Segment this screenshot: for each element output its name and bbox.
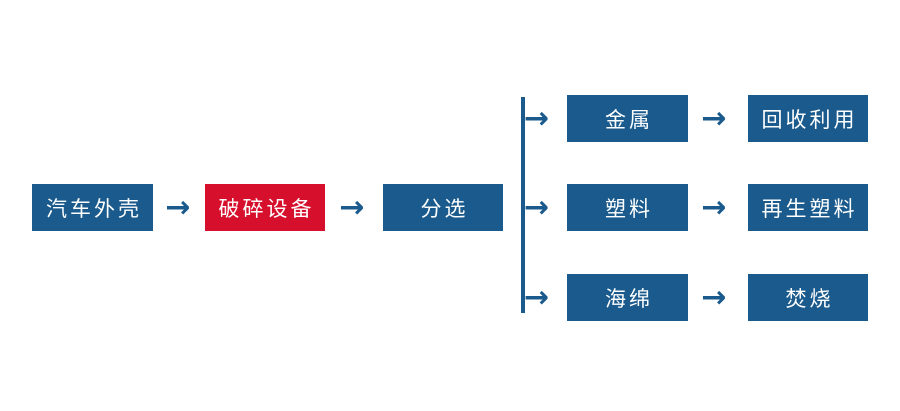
branch-arrow-icon: → xyxy=(524,189,550,225)
arrow-right-icon: → xyxy=(701,279,727,315)
node-plastic: 塑料 xyxy=(567,184,688,231)
arrow-right-icon: → xyxy=(165,189,191,225)
node-metal: 金属 xyxy=(567,95,688,142)
arrow-right-icon: → xyxy=(339,189,365,225)
node-recycled-plastic: 再生塑料 xyxy=(748,184,868,231)
branch-arrow-icon: → xyxy=(524,279,550,315)
node-sorting: 分选 xyxy=(383,184,503,231)
arrow-right-icon: → xyxy=(701,100,727,136)
node-incineration: 焚烧 xyxy=(748,274,868,321)
branch-arrow-icon: → xyxy=(524,100,550,136)
node-crushing-equipment: 破碎设备 xyxy=(205,184,325,231)
node-sponge: 海绵 xyxy=(567,274,688,321)
branch-connector-line xyxy=(521,97,525,313)
arrow-right-icon: → xyxy=(701,189,727,225)
node-car-shell: 汽车外壳 xyxy=(32,184,153,231)
node-recycling-use: 回收利用 xyxy=(748,95,868,142)
